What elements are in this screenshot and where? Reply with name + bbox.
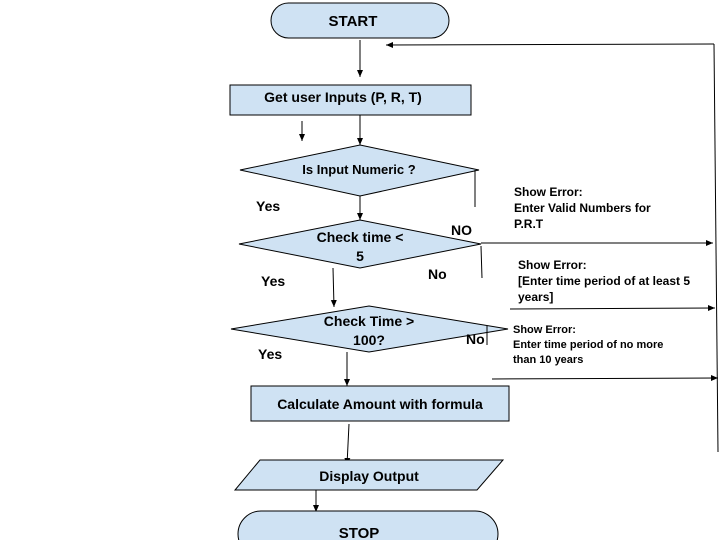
no-label-1: NO: [451, 222, 472, 238]
yes-label-1: Yes: [256, 198, 280, 214]
start-terminal: START: [270, 2, 450, 39]
arrow-error3-to-loop: [491, 375, 719, 382]
no-label-3: No: [466, 331, 485, 347]
check-time-gt100-decision: Check Time > 100?: [230, 305, 509, 353]
display-output-label: Display Output: [319, 468, 419, 484]
stop-terminal: STOP: [237, 510, 499, 540]
arrow-loop-to-start: [385, 41, 715, 48]
error-message-2: Show Error: [Enter time period of at lea…: [518, 258, 690, 304]
start-label: START: [329, 13, 378, 30]
check-time-lt5-line1: Check time <: [317, 229, 404, 245]
error-message-1: Show Error: Enter Valid Numbers for P.R.…: [514, 185, 651, 231]
error-1-line1: Show Error:: [514, 185, 583, 199]
check-time-gt100-line2: 100?: [353, 332, 385, 348]
arrow-time5-to-time100: [330, 267, 337, 308]
error-3-line1: Show Error:: [513, 324, 576, 336]
yes-label-2: Yes: [261, 273, 285, 289]
error-3-line2: Enter time period of no more: [513, 339, 663, 351]
check-time-lt5-line2: 5: [356, 248, 364, 264]
is-numeric-decision: Is Input Numeric ?: [239, 144, 480, 197]
error-2-line2: [Enter time period of at least 5: [518, 274, 690, 288]
error-2-line3: years]: [518, 290, 553, 304]
get-inputs-process: Get user Inputs (P, R, T): [229, 84, 472, 116]
display-output-io: Display Output: [233, 459, 505, 491]
is-numeric-label: Is Input Numeric ?: [302, 162, 415, 177]
time5-no-branch: [480, 245, 483, 279]
error-1-line2: Enter Valid Numbers for: [514, 201, 651, 215]
error-3-line3: than 10 years: [513, 354, 583, 366]
stop-label: STOP: [339, 525, 380, 540]
get-inputs-label: Get user Inputs (P, R, T): [264, 89, 422, 105]
error-2-line1: Show Error:: [518, 258, 587, 272]
check-time-lt5-decision: Check time < 5: [238, 219, 482, 269]
no-label-2: No: [428, 266, 447, 282]
calculate-label: Calculate Amount with formula: [277, 396, 483, 412]
calculate-process: Calculate Amount with formula: [250, 385, 510, 422]
arrow-error2-to-loop: [509, 305, 716, 312]
error-1-line3: P.R.T: [514, 217, 544, 231]
arrow-calc-to-display: [344, 423, 351, 466]
check-time-gt100-line1: Check Time >: [324, 313, 414, 329]
error-message-3: Show Error: Enter time period of no more…: [513, 324, 663, 366]
yes-label-3: Yes: [258, 346, 282, 362]
loop-back-line: [713, 43, 719, 453]
